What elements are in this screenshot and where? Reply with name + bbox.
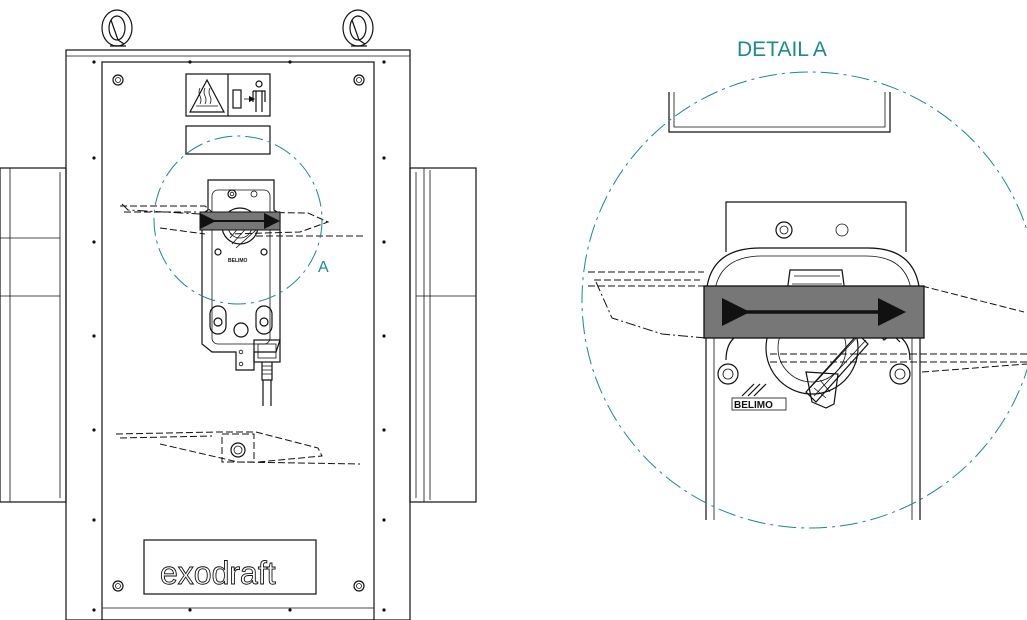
cable-connector [253, 339, 281, 406]
belimo-mark: BELIMO [731, 383, 787, 411]
safety-distance-person-icon [232, 80, 266, 112]
hot-surface-warning-icon [189, 78, 225, 113]
direction-arrow-plate-large [703, 285, 925, 339]
detail-a-circle-large [581, 71, 1027, 529]
direction-arrow-plate-small [199, 211, 281, 231]
rivet-holes [92, 60, 386, 612]
mounting-bolts [112, 74, 365, 592]
detail-callout-label: A [318, 259, 329, 276]
lifting-eye-left [101, 9, 133, 47]
warning-label [185, 73, 271, 117]
damper-blade-upper [120, 203, 365, 237]
housing [65, 49, 411, 620]
lifting-eye-right [342, 9, 374, 47]
duct-spigot-right [409, 167, 477, 503]
info-label-blank [185, 125, 271, 155]
damper-blade-lower [115, 431, 361, 465]
brand-mark-small: BELIMO [228, 258, 248, 264]
svg-text:BELIMO: BELIMO [734, 400, 773, 411]
front-view: BELIMO A exodraft [0, 9, 477, 620]
actuator: BELIMO [201, 179, 281, 371]
detail-view: DETAIL A BELIMO [581, 38, 1027, 529]
brand-logo: exodraft [160, 555, 276, 591]
detail-a-circle [153, 135, 323, 305]
duct-spigot-left [0, 167, 67, 503]
logo-plate: exodraft [143, 539, 317, 595]
detail-title: DETAIL A [737, 38, 827, 61]
